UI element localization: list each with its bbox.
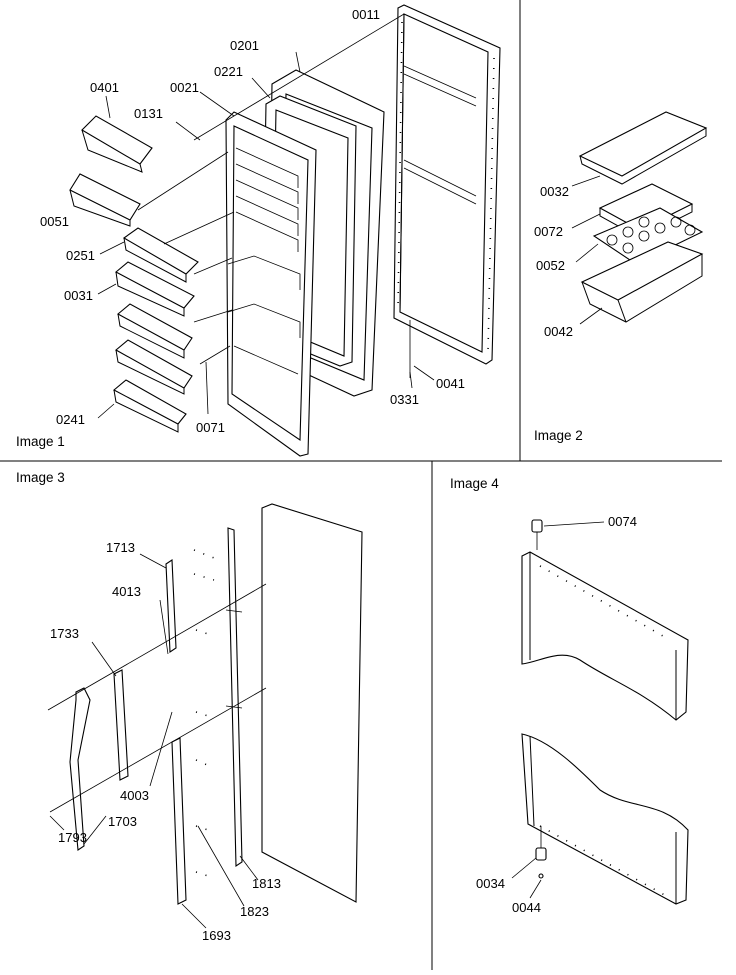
part-label-0221: 0221 xyxy=(214,64,243,79)
part-label-0052: 0052 xyxy=(536,258,565,273)
part-label-0021: 0021 xyxy=(170,80,199,95)
bin-0051 xyxy=(69,173,141,227)
part-label-0032: 0032 xyxy=(540,184,569,199)
image3-panel: Image 3 1713 4013 1733 4003 1703 1793 18… xyxy=(16,470,363,943)
part-label-0031: 0031 xyxy=(64,288,93,303)
part-label-0042: 0042 xyxy=(544,324,573,339)
part-label-1813: 1813 xyxy=(252,876,281,891)
door-upper-section xyxy=(521,551,689,721)
part-label-0201: 0201 xyxy=(230,38,259,53)
trim-1733 xyxy=(113,669,129,781)
hinge-pin-top xyxy=(531,519,543,550)
part-label-0331: 0331 xyxy=(390,392,419,407)
part-label-1713: 1713 xyxy=(106,540,135,555)
part-label-4013: 4013 xyxy=(112,584,141,599)
panel-title-image1: Image 1 xyxy=(16,434,65,449)
panel-title-image3: Image 3 xyxy=(16,470,65,485)
part-label-0241: 0241 xyxy=(56,412,85,427)
part-label-0011: 0011 xyxy=(352,7,380,22)
door-liner xyxy=(225,111,317,457)
image1-leaders xyxy=(97,13,435,419)
trim-1693 xyxy=(171,737,187,905)
part-label-1733: 1733 xyxy=(50,626,79,641)
trim-1713 xyxy=(165,559,177,653)
outer-door-panel xyxy=(393,4,501,378)
part-label-0051: 0051 xyxy=(40,214,69,229)
image3-leaders xyxy=(47,553,267,929)
door-handle-1703 xyxy=(69,687,91,851)
part-label-0044: 0044 xyxy=(512,900,541,915)
bin-0031 xyxy=(115,261,195,317)
part-label-1703: 1703 xyxy=(108,814,137,829)
bin-0241-upper xyxy=(115,339,193,395)
part-label-0071: 0071 xyxy=(196,420,225,435)
mounting-rail xyxy=(225,527,243,868)
part-label-0401: 0401 xyxy=(90,80,119,95)
crisper-cover xyxy=(578,111,708,185)
part-label-0251: 0251 xyxy=(66,248,95,263)
hinge-pin-bottom xyxy=(535,826,547,879)
bin-0241 xyxy=(113,379,187,433)
part-label-1823: 1823 xyxy=(240,904,269,919)
part-label-0041: 0041 xyxy=(436,376,465,391)
image2-leaders xyxy=(571,175,603,325)
image2-panel: 0032 0072 0052 0042 Image 2 xyxy=(534,111,708,443)
cabinet-side-panel xyxy=(261,503,363,903)
image1-panel: 0011 0201 0221 0021 0401 0131 0051 0251 … xyxy=(16,4,501,457)
bin-0251 xyxy=(122,227,199,283)
part-label-0072: 0072 xyxy=(534,224,563,239)
image4-leaders xyxy=(511,521,605,899)
part-label-0074: 0074 xyxy=(608,514,637,529)
bin-shelf-mid xyxy=(117,303,193,359)
bin-0401 xyxy=(81,115,153,173)
part-label-1793: 1793 xyxy=(58,830,87,845)
part-label-0034: 0034 xyxy=(476,876,505,891)
part-label-1693: 1693 xyxy=(202,928,231,943)
part-label-4003: 4003 xyxy=(120,788,149,803)
panel-dividers xyxy=(0,0,722,970)
panel-title-image2: Image 2 xyxy=(534,428,583,443)
image4-panel: Image 4 0074 0034 0044 xyxy=(450,476,689,915)
part-label-0131: 0131 xyxy=(134,106,163,121)
egg-tray xyxy=(592,207,704,265)
crisper-pan xyxy=(580,241,704,323)
panel-title-image4: Image 4 xyxy=(450,476,499,491)
door-lower-section xyxy=(521,733,689,905)
screw-dots xyxy=(193,549,215,879)
